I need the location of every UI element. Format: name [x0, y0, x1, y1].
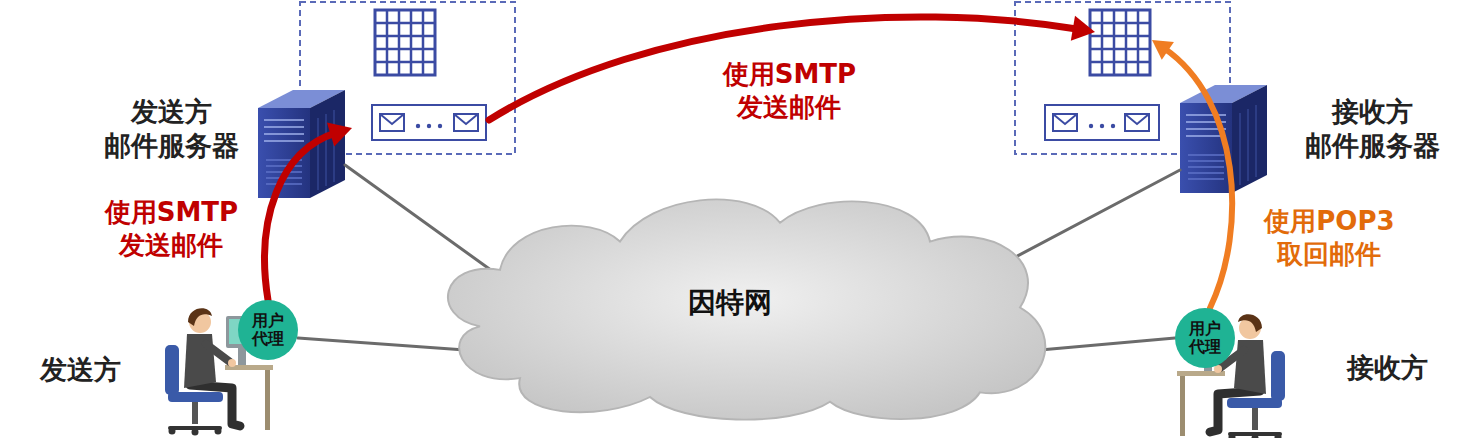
network-link: [1040, 338, 1175, 350]
receiver-server-storage-part: [1125, 114, 1149, 124]
pop3-arrow-head: [1152, 40, 1174, 60]
receiver-server-storage-part: [1125, 114, 1149, 131]
person-label: 接收方: [1347, 350, 1428, 386]
pop3-arrow: [1152, 40, 1232, 308]
sender-server-storage-part: [427, 124, 431, 128]
network-link-line: [1008, 170, 1180, 261]
network-link: [345, 165, 495, 273]
edge-label: 使用POP3 取回邮件: [1254, 205, 1405, 270]
receiver-server-storage-part: [1053, 114, 1077, 124]
edge-label: 使用SMTP 发送邮件: [714, 58, 865, 123]
server-label-block: 发送方 邮件服务器: [102, 95, 242, 163]
sender-server-storage-part: [380, 114, 404, 131]
sender-server-storage-part: [380, 114, 404, 124]
cloud-outline: [448, 199, 1045, 419]
network-link-line: [345, 165, 495, 273]
user-agent: 用户代理: [238, 300, 298, 360]
cloud-label: 因特网: [688, 284, 772, 322]
receiver-server-storage-part: [1090, 10, 1150, 75]
internet-cloud: 因特网: [420, 185, 1060, 430]
network-link-line: [1040, 338, 1175, 350]
mail-server: 接收方 邮件服务器: [1015, 0, 1280, 200]
server-label-block: 接收方 邮件服务器: [1302, 95, 1442, 163]
receiver-server-storage-part: [1045, 105, 1159, 140]
smtp-arrow-head: [327, 122, 352, 146]
sender-server-storage-part: [375, 10, 435, 75]
server-label: 接收方 邮件服务器: [1302, 95, 1442, 163]
network-link-line: [298, 338, 465, 350]
sender-server-storage-part: [454, 114, 478, 124]
pop3-arrow-line: [1164, 48, 1232, 308]
receiver-server-storage-part: [1100, 124, 1104, 128]
mail-server: 发送方 邮件服务器: [250, 0, 515, 200]
smtp-arrow-head: [1071, 16, 1095, 41]
sender-server-storage-part: [372, 105, 486, 140]
sender-server-storage-part: [300, 2, 515, 154]
receiver-server-storage-part: [1053, 114, 1077, 131]
server-icon-part: [258, 90, 345, 198]
edge-label: 使用SMTP 发送邮件: [96, 196, 247, 261]
sender-server-storage-part: [416, 124, 420, 128]
smtp-arrow-line: [265, 133, 336, 300]
receiver-server-storage-part: [1090, 10, 1150, 75]
smtp-arrow: [265, 122, 352, 300]
server-label: 发送方 邮件服务器: [102, 95, 242, 163]
person-label: 发送方: [40, 352, 121, 388]
user-agent: 用户代理: [1175, 308, 1235, 368]
network-link: [298, 338, 465, 350]
agent-label: 用户代理: [1189, 320, 1221, 357]
receiver-server-storage-part: [1089, 124, 1093, 128]
agent-label: 用户代理: [252, 312, 284, 349]
sender-server-storage: [300, 2, 515, 154]
network-link: [1008, 170, 1180, 261]
sender-server-storage-part: [438, 124, 442, 128]
server-icon: [258, 90, 345, 198]
sender-server-storage-part: [375, 10, 435, 75]
sender-server-storage-part: [454, 114, 478, 131]
receiver-server-storage-part: [1111, 124, 1115, 128]
